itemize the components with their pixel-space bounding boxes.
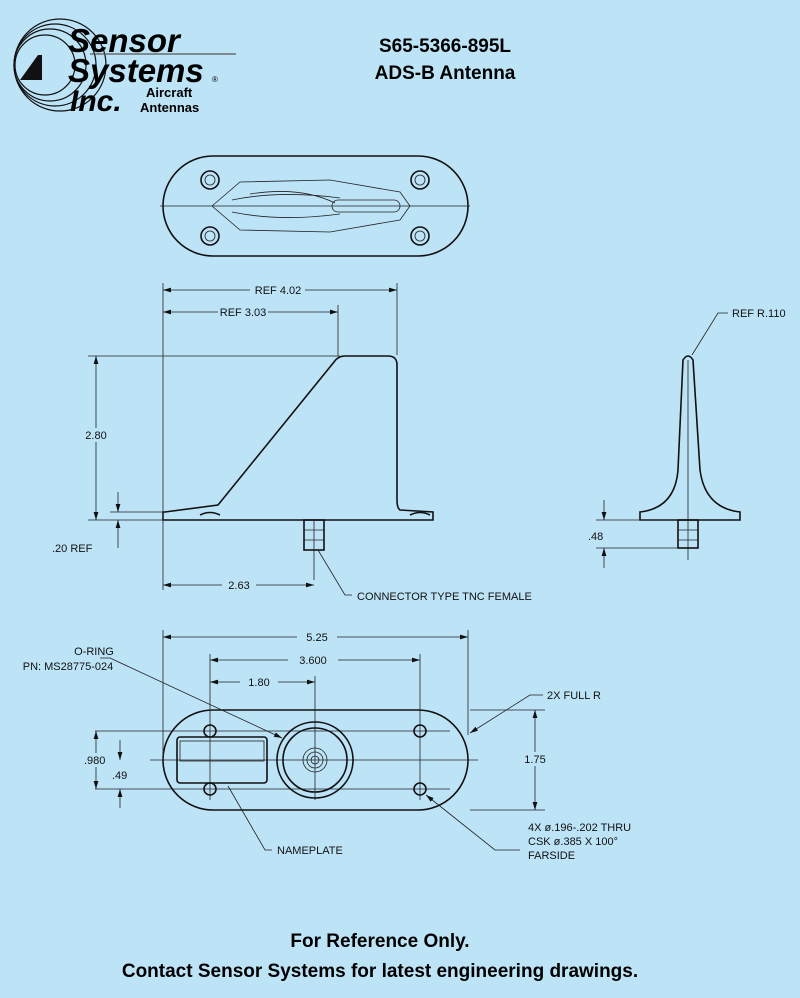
logo-registered: ® xyxy=(212,75,218,84)
dim-hole-span: .980 xyxy=(84,755,105,767)
dim-length: 5.25 xyxy=(306,632,327,644)
dim-full-radius: 2X FULL R xyxy=(547,690,601,702)
logo-aircraft: Aircraft xyxy=(146,85,193,100)
side-view: REF 4.02 REF 3.03 2.80 .20 REF 2.63 CONN… xyxy=(52,283,532,603)
nameplate-callout: NAMEPLATE xyxy=(277,845,343,857)
logo-systems: Systems xyxy=(68,52,204,89)
bottom-view: 5.25 3.600 1.80 O-RING PN: MS28775-024 2… xyxy=(23,630,631,862)
dim-half-span: .49 xyxy=(112,770,127,782)
connector-callout: CONNECTOR TYPE TNC FEMALE xyxy=(357,591,532,603)
dim-connector-offset: 2.63 xyxy=(228,580,249,592)
dim-hole-spacing: 3.600 xyxy=(299,655,327,667)
dim-base-height: .48 xyxy=(588,531,603,543)
dim-half-spacing: 1.80 xyxy=(248,677,269,689)
oring-part-number: PN: MS28775-024 xyxy=(23,661,114,673)
product-name: ADS-B Antenna xyxy=(375,63,516,84)
logo-sensor: Sensor xyxy=(68,22,182,59)
dim-ref-303: REF 3.03 xyxy=(220,307,266,319)
footer-contact: Contact Sensor Systems for latest engine… xyxy=(122,961,638,982)
logo-antennas: Antennas xyxy=(140,100,199,115)
dim-width: 1.75 xyxy=(524,754,545,766)
dim-ref-402: REF 4.02 xyxy=(255,285,301,297)
logo-inc: Inc. xyxy=(70,85,122,118)
dim-base-ref: .20 REF xyxy=(52,543,93,555)
dim-tip-radius: REF R.110 xyxy=(732,308,786,320)
footer-disclaimer: For Reference Only. xyxy=(290,931,469,952)
end-view: REF R.110 .48 xyxy=(588,308,786,568)
oring-label: O-RING xyxy=(74,646,114,658)
holes-callout-1: 4X ø.196-.202 THRU xyxy=(528,822,631,834)
dim-height: 2.80 xyxy=(85,430,106,442)
part-number: S65-5366-895L xyxy=(379,36,511,57)
holes-callout-3: FARSIDE xyxy=(528,850,575,862)
top-view xyxy=(160,155,470,257)
holes-callout-2: CSK ø.385 X 100° xyxy=(528,836,618,848)
company-logo: Sensor Systems ® Inc. Aircraft Antennas xyxy=(13,18,236,118)
